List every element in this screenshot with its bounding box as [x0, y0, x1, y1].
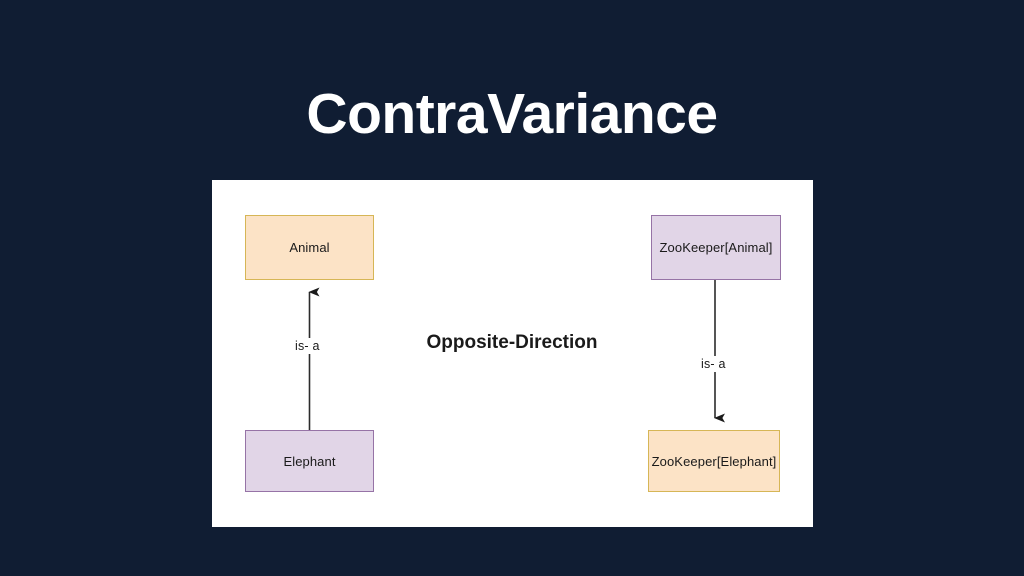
node-zookeeper-animal-label: ZooKeeper[Animal]: [659, 240, 773, 255]
node-zookeeper-animal[interactable]: ZooKeeper[Animal]: [651, 215, 781, 280]
edge-label-left: is- a: [291, 338, 324, 354]
node-zookeeper-elephant[interactable]: ZooKeeper[Elephant]: [648, 430, 780, 492]
node-animal-label: Animal: [289, 240, 330, 255]
slide-title: ContraVariance: [306, 82, 718, 146]
node-elephant[interactable]: Elephant: [245, 430, 374, 492]
edge-label-right: is- a: [697, 356, 730, 372]
diagram-panel: Animal Elephant ZooKeeper[Animal] ZooKee…: [212, 180, 813, 527]
node-animal[interactable]: Animal: [245, 215, 374, 280]
node-elephant-label: Elephant: [283, 453, 336, 469]
opposite-direction-label: Opposite-Direction: [426, 332, 598, 353]
node-zookeeper-elephant-label: ZooKeeper[Elephant]: [651, 453, 777, 469]
